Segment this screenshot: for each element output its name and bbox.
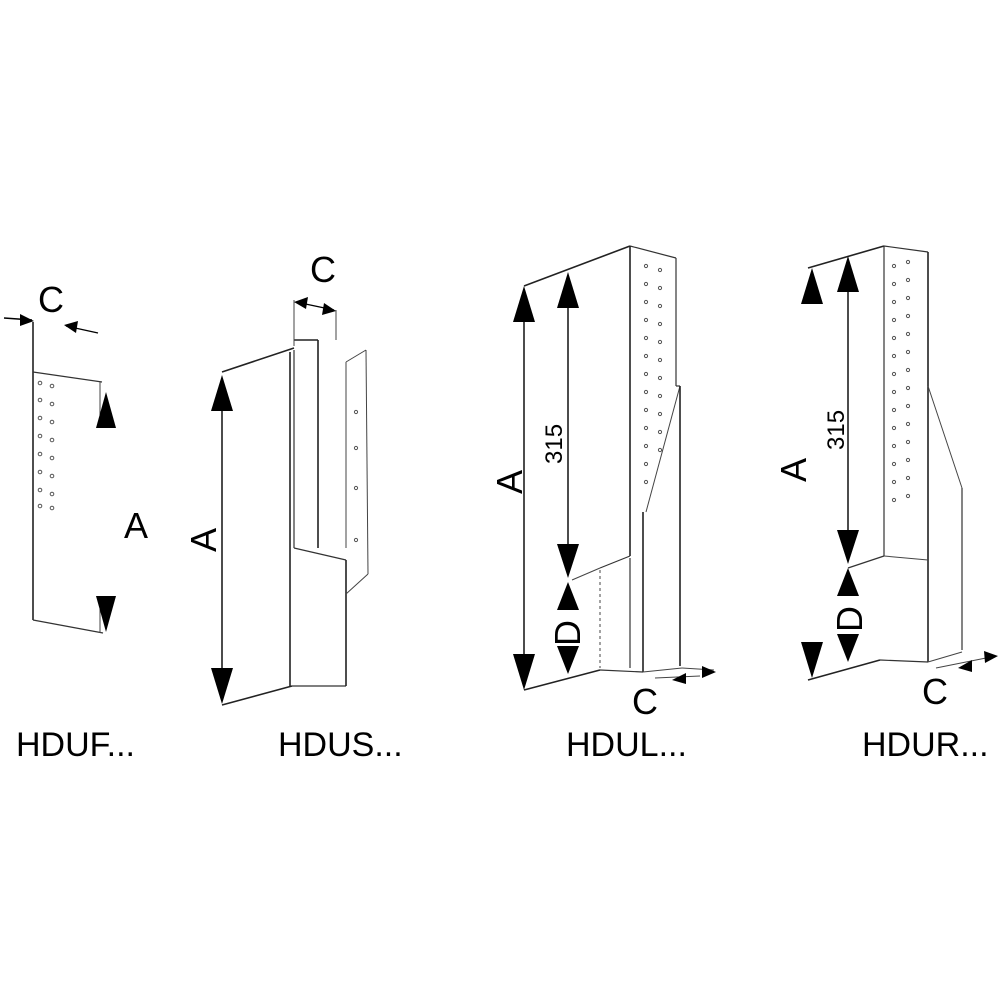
hdur-dim-c-label: C — [922, 671, 948, 712]
hdul-value-315: 315 — [541, 424, 568, 464]
hdur-dim-a-label: A — [773, 458, 814, 482]
hdul-caption: HDUL... — [566, 726, 687, 764]
hduf-dim-a-label: A — [124, 505, 148, 546]
hdul-dim-d-label: D — [547, 620, 588, 646]
hdur-caption: HDUR... — [862, 726, 989, 764]
hdul-dimension-c: C — [632, 666, 716, 722]
hdul-dimension-d: D — [547, 582, 588, 674]
hdul-dim-c-label: C — [632, 681, 658, 722]
hdur-dimension-d: D — [829, 568, 870, 662]
hdus-dimension-c: C — [294, 249, 336, 315]
hdul-figure: A 315 D C HDUL... — [489, 245, 716, 764]
hdur-dimension-a: A — [773, 268, 823, 678]
hdus-figure: A C HDUS... — [183, 249, 403, 764]
hduf-figure: C A HDUF... — [3, 279, 148, 764]
hdul-hanger-body — [523, 245, 715, 691]
hdur-dimension-c: C — [922, 651, 998, 712]
hduf-nail-holes — [37, 380, 55, 511]
hdus-dimension-a: A — [183, 375, 233, 704]
hduf-caption: HDUF... — [16, 726, 135, 764]
hdur-figure: A 315 D C HDUR... — [773, 245, 998, 764]
hdul-dim-a-label: A — [489, 470, 530, 494]
hdur-nail-holes — [891, 259, 911, 503]
hdul-dimension-a: A — [489, 286, 535, 690]
hdus-hanger-body — [221, 300, 369, 706]
hdul-nail-holes — [643, 263, 663, 485]
hdur-dimension-315: 315 — [823, 256, 859, 564]
hdus-dim-c-label: C — [310, 249, 336, 290]
hduf-dim-c-label: C — [38, 279, 64, 320]
hduf-dimension-c: C — [3, 279, 99, 334]
hdus-caption: HDUS... — [278, 726, 403, 764]
hdus-dim-a-label: A — [183, 528, 224, 552]
hdul-dimension-315: 315 — [541, 272, 579, 578]
hdur-dim-d-label: D — [829, 606, 870, 632]
hduf-dimension-a: A — [96, 392, 148, 632]
hdur-hanger-body — [807, 245, 997, 681]
hduf-plate — [32, 322, 104, 634]
hdur-value-315: 315 — [823, 410, 850, 450]
